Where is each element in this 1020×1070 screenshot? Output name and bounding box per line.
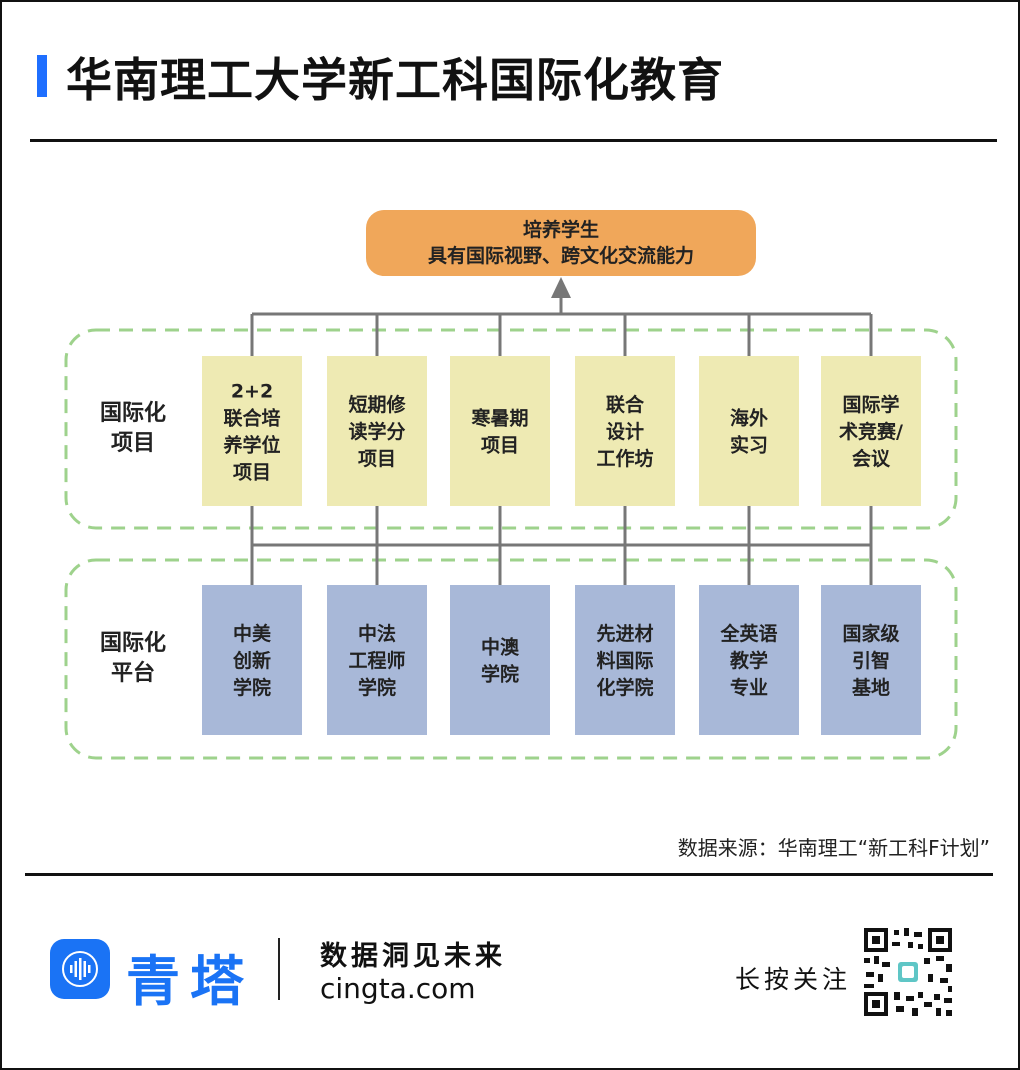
goal-box (366, 210, 756, 276)
platform-box-label: 基地 (851, 676, 890, 699)
project-box (699, 356, 799, 506)
project-box-label: 项目 (233, 461, 271, 483)
platform-box-label: 专业 (730, 676, 768, 699)
platform-box (202, 585, 302, 735)
platform-box-label: 全英语 (719, 622, 777, 645)
project-box (202, 356, 302, 506)
project-box-label: 养学位 (222, 433, 280, 456)
project-box-label: 寒暑期 (471, 406, 528, 429)
platform-box (450, 585, 550, 735)
platform-box-label: 创新 (232, 649, 271, 672)
footer-divider (25, 873, 993, 876)
brand-divider (278, 938, 280, 1000)
framework-diagram: 培养学生 具有国际视野、跨文化交流能力 国际化 项目 国际化 平台 2+2 联合培… (64, 210, 958, 760)
platform-box-label: 先进材 (596, 622, 653, 645)
platform-box (575, 585, 675, 735)
platform-box-label: 学院 (233, 676, 271, 699)
project-box (327, 356, 427, 506)
page-title: 华南理工大学新工科国际化教育 (66, 53, 724, 107)
platform-box (327, 585, 427, 735)
platforms-group-label-line-1: 国际化 (100, 630, 166, 656)
brand-name: 青塔 (126, 949, 254, 1013)
arrow-head (551, 277, 571, 298)
project-box-label: 设计 (606, 421, 644, 443)
project-box-label: 项目 (358, 448, 396, 470)
project-box (821, 356, 921, 506)
brand-slogan: 数据洞见未来 (320, 941, 506, 972)
platform-box (699, 585, 799, 735)
projects-group-label-line-1: 国际化 (100, 400, 166, 426)
project-box-label: 读学分 (348, 420, 405, 443)
title-accent-bar (37, 55, 47, 97)
project-box (450, 356, 550, 506)
platform-box-label: 化学院 (596, 676, 653, 699)
platform-box-label: 料国际 (596, 649, 653, 672)
platforms-group-border (64, 558, 958, 760)
source-note: 数据来源：华南理工“新工科F计划” (677, 836, 990, 860)
platform-box-label: 中法 (358, 622, 396, 645)
goal-line-2: 具有国际视野、跨文化交流能力 (428, 244, 694, 267)
project-box-label: 短期修 (348, 393, 406, 416)
title-divider (30, 139, 997, 142)
goal-line-1: 培养学生 (523, 218, 599, 241)
project-box-label: 会议 (852, 447, 891, 470)
brand-site: cingta.com (320, 972, 476, 1005)
platform-box-label: 中美 (233, 622, 272, 645)
platform-box-label: 学院 (481, 662, 519, 685)
project-box-label: 联合 (606, 393, 645, 416)
projects-group-border (64, 328, 958, 530)
connector-lines (250, 296, 873, 585)
project-box (575, 356, 675, 506)
platform-box-label: 中澳 (481, 635, 520, 658)
project-box-label: 2+2 (231, 380, 273, 402)
platform-box-label: 教学 (730, 649, 768, 672)
follow-prompt: 长按关注 (735, 965, 852, 994)
project-box-label: 工作坊 (596, 447, 653, 470)
project-box-label: 术竞赛/ (839, 420, 903, 443)
projects-group-label-line-2: 项目 (111, 431, 155, 456)
brand-logo (50, 939, 110, 999)
project-box-label: 联合培 (223, 406, 280, 429)
project-box-label: 国际学 (842, 393, 899, 416)
platform-box (821, 585, 921, 735)
platform-box-label: 学院 (358, 676, 396, 699)
project-box-label: 项目 (481, 434, 519, 456)
project-box-label: 海外 (730, 406, 768, 429)
qr-code-icon[interactable] (862, 926, 954, 1018)
platform-box-label: 引智 (852, 649, 890, 672)
sound-wave-icon (62, 951, 98, 987)
platform-box-label: 工程师 (348, 650, 405, 672)
platforms-group-label-line-2: 平台 (111, 660, 155, 686)
platform-box-label: 国家级 (842, 622, 899, 645)
project-box-label: 实习 (730, 433, 768, 456)
